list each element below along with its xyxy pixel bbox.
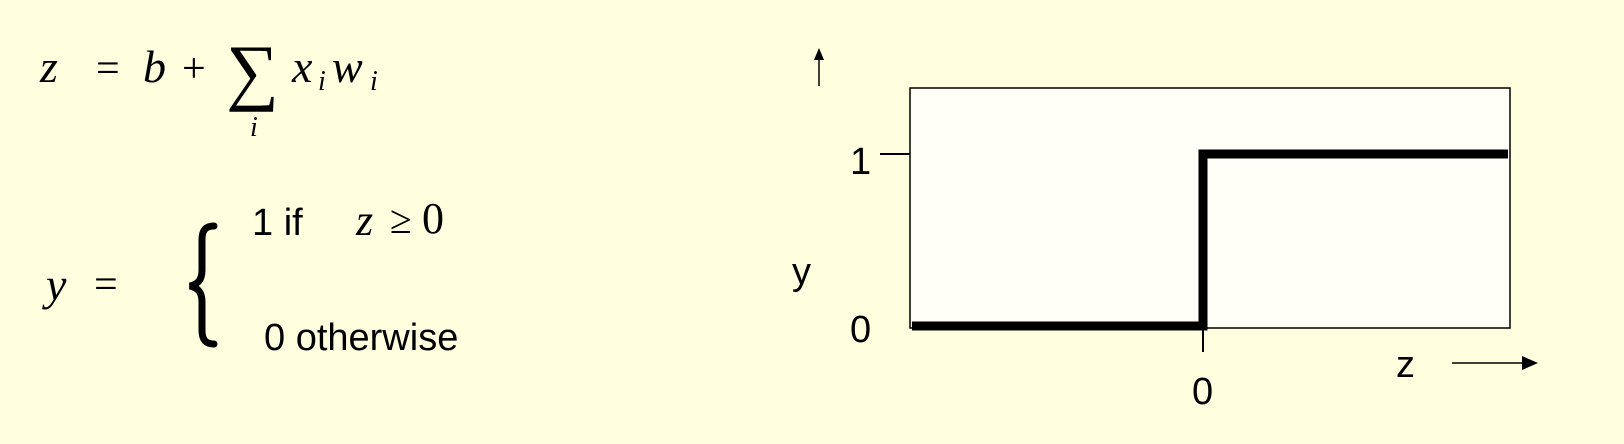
x-axis-arrowhead-icon	[1522, 356, 1538, 370]
case-one-variable: z	[355, 196, 373, 245]
plot-frame	[909, 87, 1511, 329]
weighted-sum-equation: z = b + ∑ i x i w i	[39, 31, 378, 143]
case-one-operator: ≥	[390, 197, 412, 242]
y-tick-zero-label: 0	[850, 309, 871, 351]
equation-y-lhs: y	[42, 259, 67, 310]
equation-y-equals: =	[94, 262, 118, 308]
x-axis-label: z	[1396, 344, 1415, 386]
threshold-equation: y = 1 if z ≥ 0 0 otherwise	[42, 194, 458, 359]
cases-brace	[189, 222, 218, 348]
summation-symbol: ∑	[226, 31, 279, 113]
y-tick-one-label: 1	[850, 141, 871, 183]
case-one-threshold: 0	[422, 194, 444, 243]
equation-z-equals: =	[96, 46, 120, 92]
equation-weight-w: w	[332, 41, 363, 92]
equation-bias-b: b	[143, 41, 166, 92]
equation-input-x: x	[291, 41, 313, 92]
summation-index: i	[250, 112, 258, 143]
case-one-label: 1 if	[252, 202, 303, 244]
case-two-label: 0 otherwise	[264, 317, 458, 359]
x-tick-zero-label: 0	[1192, 371, 1213, 413]
equation-z-lhs: z	[39, 41, 58, 92]
y-axis-arrowhead-icon	[814, 48, 824, 60]
equation-input-subscript: i	[318, 66, 326, 97]
equation-weight-subscript: i	[370, 66, 378, 97]
step-function-curve	[912, 149, 1508, 331]
equation-plus: +	[182, 46, 206, 92]
step-function-plot: 1 0 0 y z	[792, 48, 1538, 413]
y-axis-label: y	[792, 251, 811, 293]
